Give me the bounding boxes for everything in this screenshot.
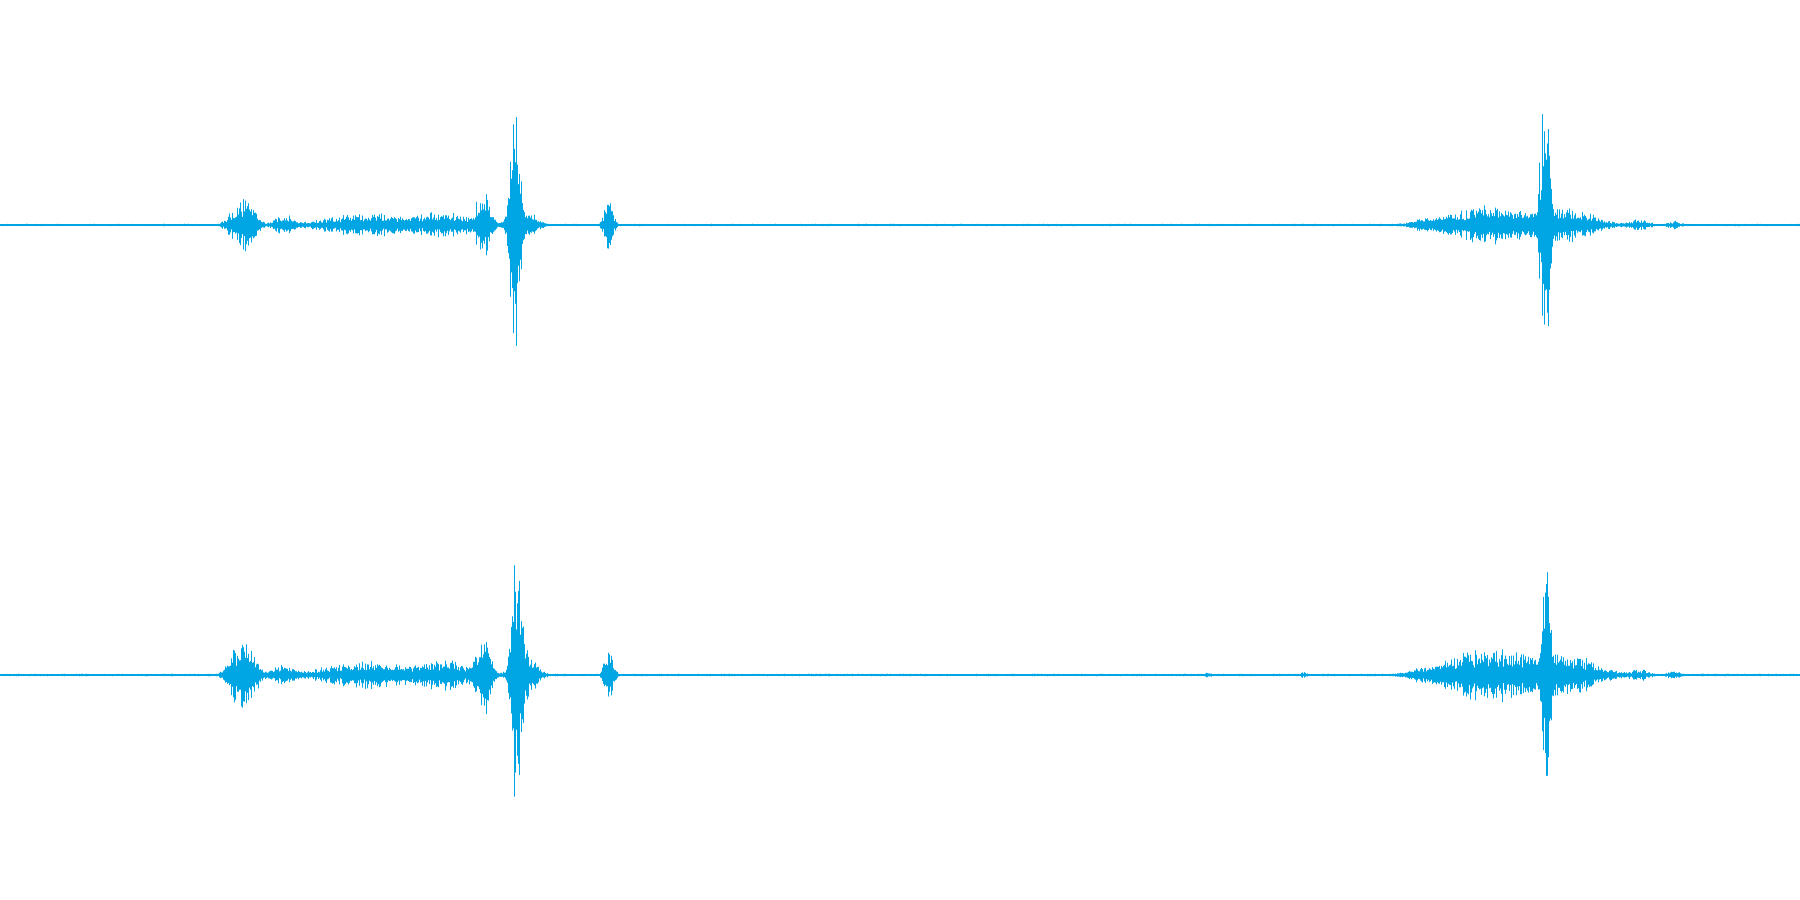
waveform-samples: [0, 114, 1800, 346]
waveform-samples: [0, 565, 1800, 797]
channel-2-waveform: [0, 565, 1800, 797]
channel-1-waveform: [0, 114, 1800, 346]
